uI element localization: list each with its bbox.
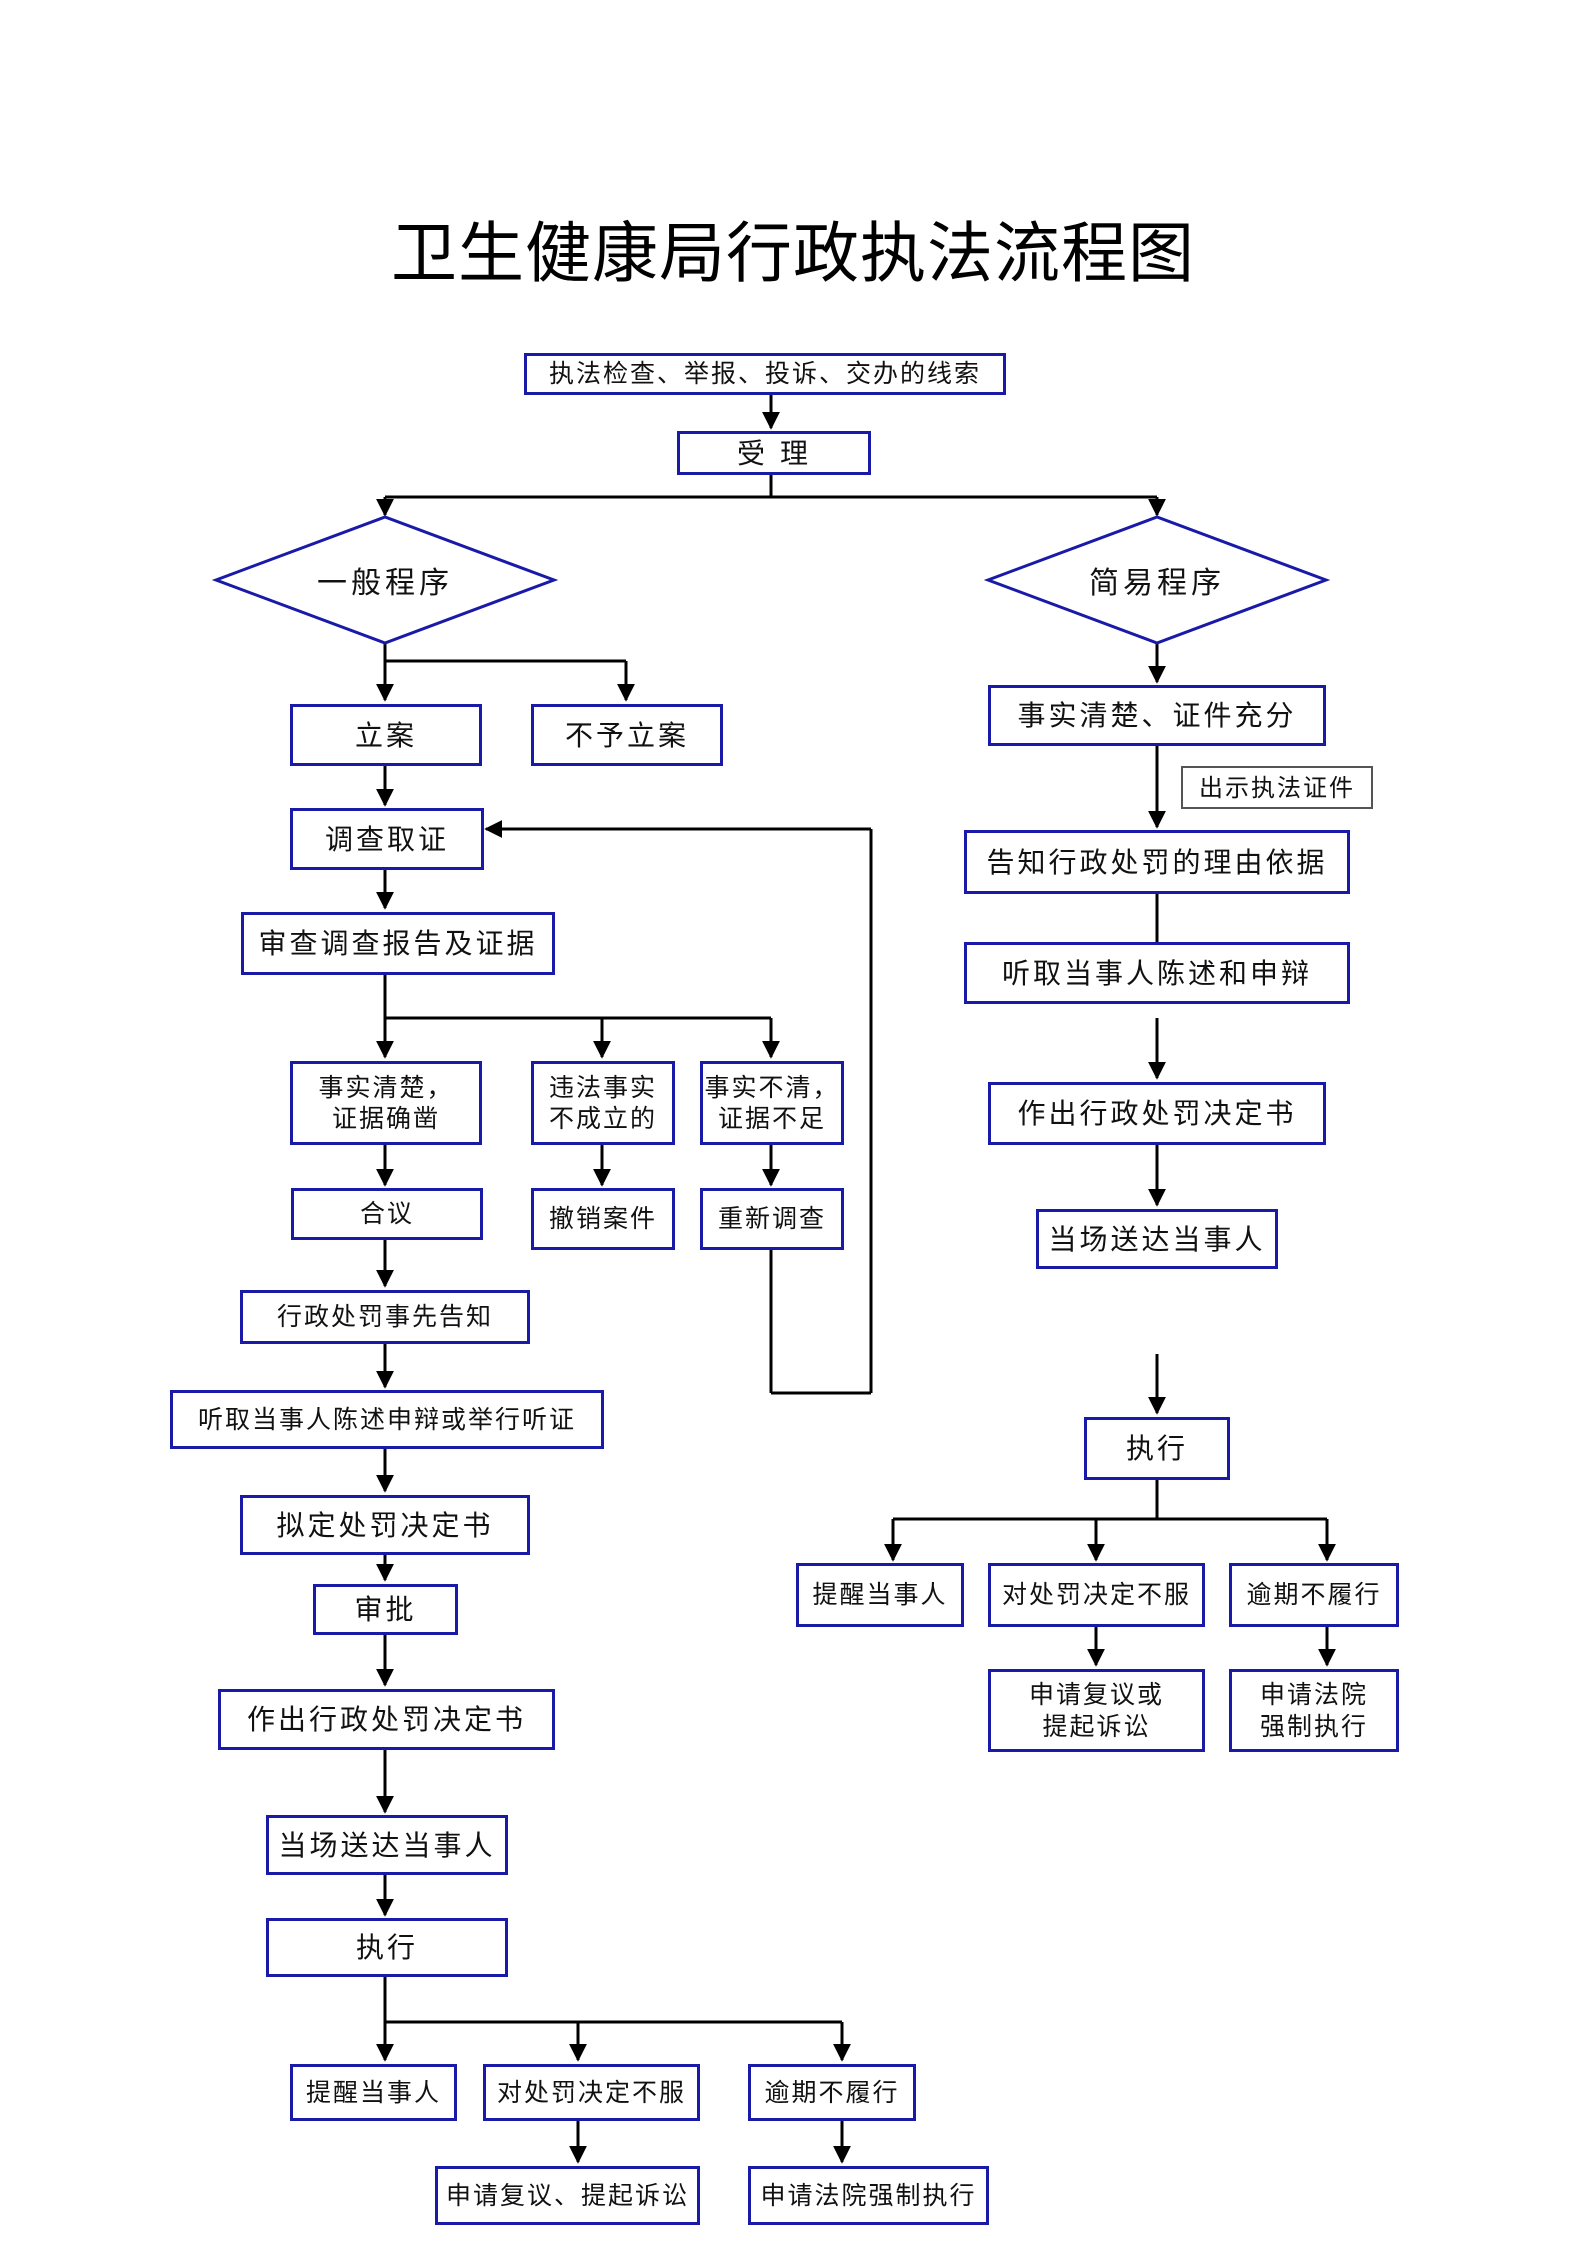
connector-lines — [376, 395, 1336, 2164]
diamond-general-label: 一般程序 — [317, 566, 453, 601]
revoke-case-box: 撤销案件 — [531, 1188, 675, 1250]
overdue-box: 逾期不履行 — [748, 2064, 916, 2121]
review-box: 审查调查报告及证据 — [241, 912, 555, 975]
accept-box: 受 理 — [677, 431, 871, 475]
decision-box: 作出行政处罚决定书 — [218, 1689, 555, 1750]
investigate-box: 调查取证 — [290, 808, 484, 870]
discuss-box: 合议 — [291, 1188, 483, 1240]
simple-hear-box: 听取当事人陈述和申辩 — [964, 942, 1350, 1004]
simple-execute-box: 执行 — [1084, 1417, 1230, 1480]
deliver-box: 当场送达当事人 — [266, 1815, 508, 1875]
simple-deliver-box: 当场送达当事人 — [1036, 1209, 1278, 1269]
simple-court-box: 申请法院 强制执行 — [1229, 1669, 1399, 1752]
facts-clear-box: 事实清楚， 证据确凿 — [290, 1061, 482, 1145]
simple-remind-box: 提醒当事人 — [796, 1563, 964, 1627]
file-case-box: 立案 — [290, 704, 482, 766]
facts-unclear-box: 事实不清， 证据不足 — [700, 1061, 844, 1145]
diamond-simple — [983, 515, 1331, 645]
not-established-box: 违法事实 不成立的 — [531, 1061, 675, 1145]
simple-decision-box: 作出行政处罚决定书 — [988, 1082, 1326, 1145]
simple-appeal-box: 申请复议或 提起诉讼 — [988, 1669, 1205, 1752]
page-title: 卫生健康局行政执法流程图 — [391, 215, 1195, 292]
simple-object-box: 对处罚决定不服 — [988, 1563, 1205, 1627]
draft-decision-box: 拟定处罚决定书 — [240, 1495, 530, 1555]
court-box: 申请法院强制执行 — [748, 2166, 989, 2225]
prior-notice-box: 行政处罚事先告知 — [240, 1290, 530, 1344]
simple-facts-box: 事实清楚、证件充分 — [988, 685, 1326, 746]
hearing-box: 听取当事人陈述申辩或举行听证 — [170, 1390, 604, 1449]
diamond-general — [211, 515, 559, 645]
simple-inform-box: 告知行政处罚的理由依据 — [964, 830, 1350, 894]
show-id-box: 出示执法证件 — [1181, 766, 1373, 809]
source-box: 执法检查、举报、投诉、交办的线索 — [524, 353, 1006, 395]
remind-box: 提醒当事人 — [290, 2064, 457, 2121]
execute-box: 执行 — [266, 1918, 508, 1977]
appeal-box: 申请复议、提起诉讼 — [435, 2166, 700, 2225]
no-file-case-box: 不予立案 — [531, 704, 723, 766]
object-box: 对处罚决定不服 — [483, 2064, 700, 2121]
simple-overdue-box: 逾期不履行 — [1229, 1563, 1399, 1627]
reinvestigate-box: 重新调查 — [700, 1188, 844, 1250]
diamond-simple-label: 简易程序 — [1089, 566, 1225, 601]
approve-box: 审批 — [313, 1584, 458, 1635]
